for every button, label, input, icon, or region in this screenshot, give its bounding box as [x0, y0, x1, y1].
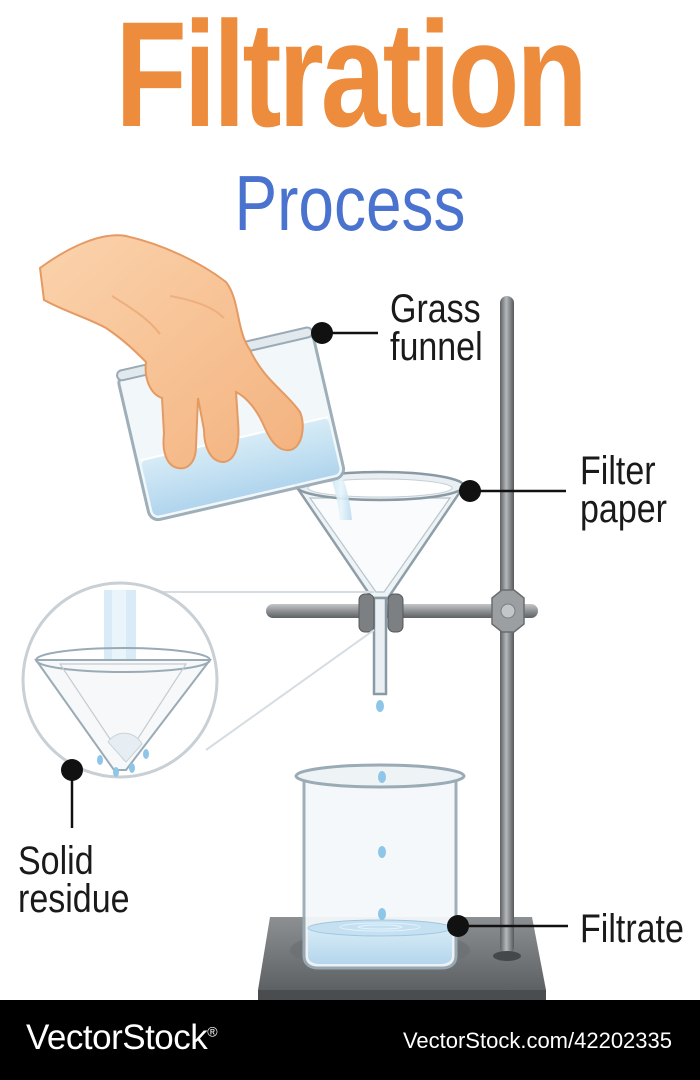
- label-solid-residue: Solid residue: [18, 839, 130, 921]
- brand-name: VectorStock: [26, 1018, 208, 1057]
- label-funnel: Grass funnel: [390, 287, 483, 369]
- leader-funnel: [311, 322, 378, 344]
- liquid-stream: [330, 476, 352, 520]
- receiving-beaker: [294, 763, 466, 970]
- filtration-diagram: [21, 234, 568, 1000]
- leader-solid-residue: [61, 759, 83, 828]
- registered-mark: ®: [207, 1023, 218, 1040]
- leader-filtrate: [447, 915, 568, 937]
- title: Filtration: [115, 0, 587, 158]
- subtitle: Process: [234, 159, 466, 247]
- hand: [38, 234, 304, 470]
- label-filtrate: Filtrate: [580, 907, 684, 951]
- footer-bar: VectorStock® VectorStock.com/42202335: [0, 1000, 700, 1080]
- label-filter-paper: Filter paper: [580, 449, 667, 531]
- footer-brand[interactable]: VectorStock®: [26, 1018, 218, 1058]
- magnified-filter-circle: [21, 581, 219, 779]
- clamp-jaws: [358, 593, 404, 633]
- footer-url[interactable]: VectorStock.com/42202335: [402, 1028, 672, 1053]
- leader-filter-paper: [459, 480, 566, 502]
